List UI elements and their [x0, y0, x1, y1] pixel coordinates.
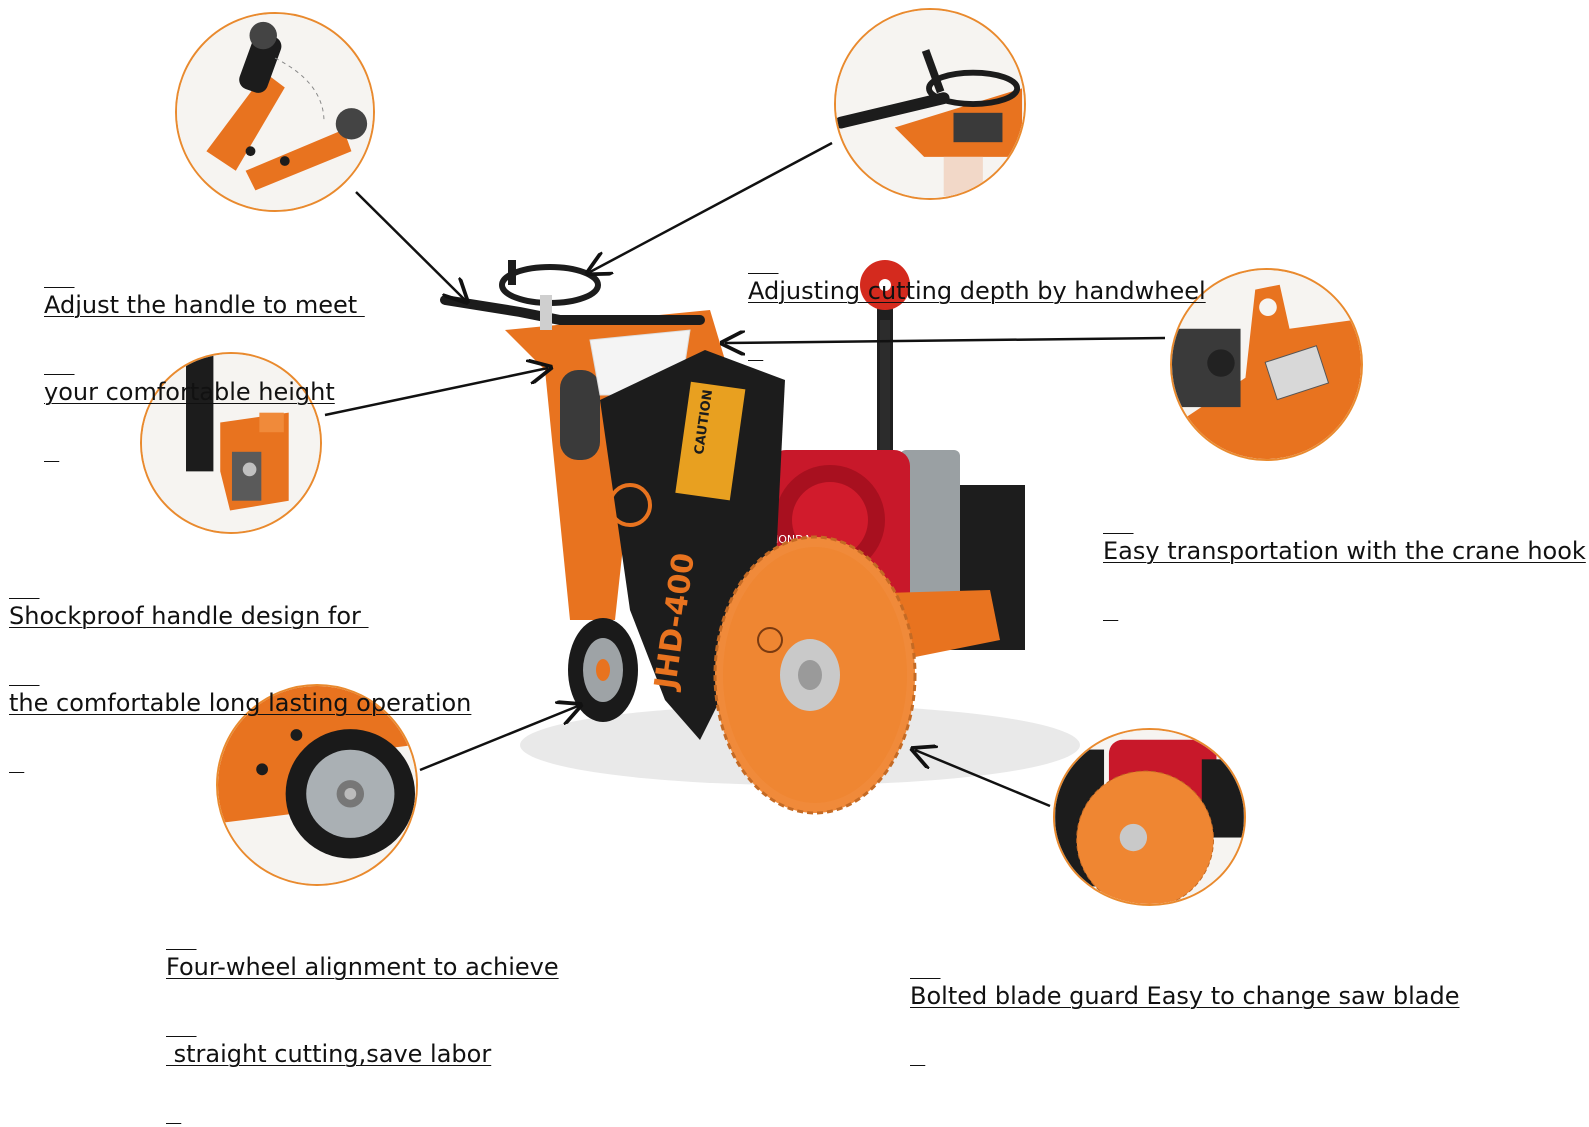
- arrow-cutting-depth: [590, 141, 833, 272]
- callout-four-wheel-line2: straight cutting,save labor: [166, 1040, 492, 1068]
- callout-cutting-depth-line1: Adjusting cutting depth by handwheel: [748, 277, 1206, 305]
- depth-gauge: [560, 370, 600, 460]
- callout-shockproof-line2: the comfortable long lasting operation: [9, 689, 472, 717]
- callout-crane-hook: Easy transportation with the crane hook: [1103, 479, 1586, 624]
- callout-handle-height-line1: Adjust the handle to meet: [44, 291, 365, 319]
- callout-blade-guard: Bolted blade guard Easy to change saw bl…: [910, 924, 1460, 1069]
- rear-wheel: [568, 618, 638, 722]
- callout-arrows: [324, 141, 1166, 808]
- detail-handle-height: [175, 12, 375, 212]
- arrow-crane-hook: [725, 338, 1166, 343]
- detail-crane-hook: [1170, 268, 1363, 461]
- arrow-shockproof: [324, 368, 548, 417]
- arrow-blade-guard: [915, 750, 1051, 808]
- callout-blade-guard-line1: Bolted blade guard Easy to change saw bl…: [910, 982, 1460, 1010]
- arrow-handle-height: [355, 191, 465, 300]
- callout-four-wheel-line1: Four-wheel alignment to achieve: [166, 953, 559, 981]
- saw-blade: [713, 535, 917, 815]
- callout-cutting-depth: Adjusting cutting depth by handwheel: [748, 219, 1206, 364]
- callout-handle-height-line2: your comfortable height: [44, 378, 335, 406]
- callout-shockproof: Shockproof handle design for the comfort…: [9, 544, 471, 776]
- arrow-four-wheel: [419, 706, 578, 772]
- detail-handwheel: [834, 8, 1026, 200]
- concrete-road-saw-illustration: HONDA CAUTION JHD-400: [440, 260, 1080, 815]
- callout-crane-hook-line1: Easy transportation with the crane hook: [1103, 537, 1586, 565]
- guard-logo: [608, 483, 652, 527]
- feature-diagram: HONDA CAUTION JHD-400: [9, 8, 1586, 1068]
- callout-shockproof-line1: Shockproof handle design for: [9, 602, 369, 630]
- callout-handle-height: Adjust the handle to meet your comfortab…: [44, 233, 365, 465]
- callout-four-wheel: Four-wheel alignment to achieve straight…: [166, 895, 559, 1127]
- detail-blade-guard: [1053, 728, 1246, 906]
- detail-shockproof-handle: [140, 352, 322, 534]
- caution-label: [675, 381, 746, 501]
- detail-wheel: [216, 684, 418, 886]
- handle-assembly: [440, 260, 705, 330]
